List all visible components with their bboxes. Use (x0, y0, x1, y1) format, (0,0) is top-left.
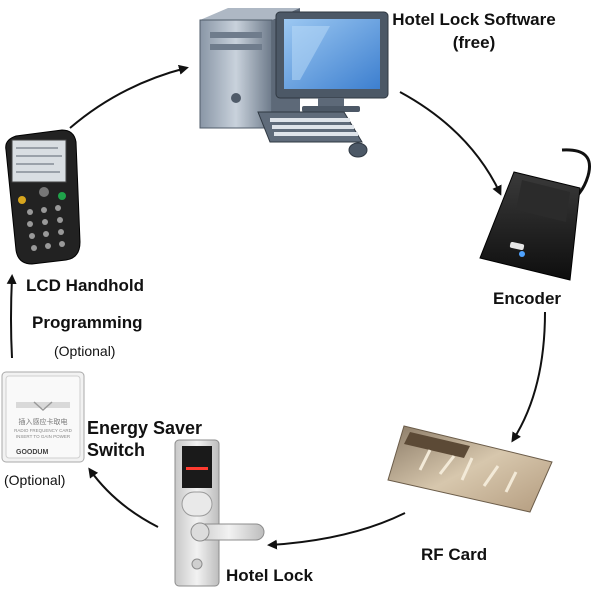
hotel-lock-label: Hotel Lock (226, 566, 313, 585)
encoder-label: Encoder (493, 289, 562, 308)
rf-card-label: RF Card (421, 545, 488, 564)
lcd-handhold-optional-note: (Optional) (54, 343, 116, 359)
switch-text-en2: INSERT TO GAIN POWER (16, 434, 71, 439)
software-label-line1: Hotel Lock Software (392, 10, 556, 29)
arrow-rfcard-to-lock (267, 512, 406, 550)
flow-arrows (6, 64, 546, 550)
hotel-lock-icon (174, 439, 265, 587)
arrow-switch-to-handhold (6, 274, 17, 359)
energy-saver-label-line2: Switch (87, 440, 146, 460)
lcd-handhold-icon (5, 129, 81, 265)
arrow-software-to-encoder (399, 91, 502, 196)
arrow-lock-to-switch (88, 467, 159, 528)
energy-saver-label-line1: Energy Saver (87, 418, 203, 438)
arrow-handhold-to-software (69, 64, 189, 129)
arrow-encoder-to-rfcard (511, 311, 546, 443)
switch-text-en1: RADIO FREQUENCY CARD (14, 428, 72, 433)
switch-brand: GOODUM (16, 449, 48, 456)
software-label-line2: (free) (452, 33, 496, 52)
lcd-handhold-label-line2: Programming (32, 313, 143, 332)
encoder-icon (479, 148, 591, 281)
energy-saver-switch-icon: 插入感应卡取电 RADIO FREQUENCY CARD INSERT TO G… (1, 371, 85, 463)
lcd-handhold-label-line1: LCD Handhold (26, 276, 145, 295)
energy-saver-optional-note: (Optional) (4, 472, 66, 488)
rf-card-icon (387, 425, 553, 513)
switch-text-cn: 插入感应卡取电 (19, 417, 68, 426)
computer-icon (199, 8, 389, 158)
